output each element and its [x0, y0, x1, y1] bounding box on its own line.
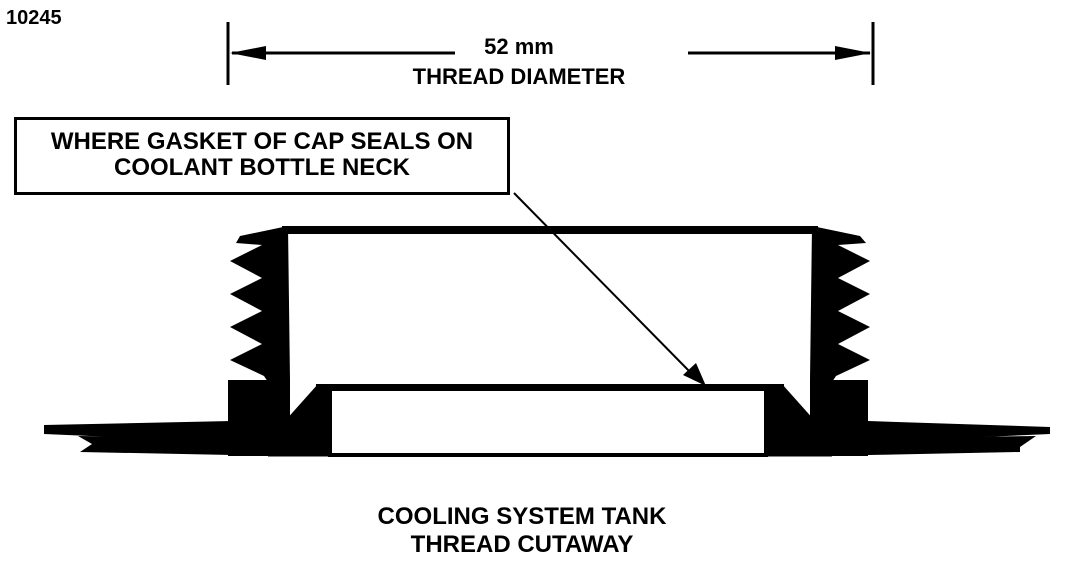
caption-line-1: COOLING SYSTEM TANK [377, 503, 667, 530]
left-arrowhead [230, 46, 266, 60]
callout-line-2: COOLANT BOTTLE NECK [114, 154, 410, 182]
diagram-caption: COOLING SYSTEM TANK THREAD CUTAWAY [0, 503, 1084, 558]
dimension-label: THREAD DIAMETER [412, 64, 626, 89]
right-threaded-wall [764, 226, 870, 456]
leader-arrowhead [683, 363, 706, 386]
dimension-text: 52 mm THREAD DIAMETER [0, 36, 1084, 88]
tank-flange [44, 421, 1050, 455]
seal-ledge [268, 384, 832, 457]
figure-id: 10245 [6, 7, 62, 29]
dimension-value: 52 mm [484, 34, 554, 59]
callout-leader [513, 192, 706, 386]
left-threaded-wall [228, 226, 334, 456]
callout-box: WHERE GASKET OF CAP SEALS ON COOLANT BOT… [14, 117, 510, 195]
right-arrowhead [835, 46, 871, 60]
caption-line-2: THREAD CUTAWAY [410, 530, 634, 558]
dimension-line [226, 22, 875, 85]
callout-line-1: WHERE GASKET OF CAP SEALS ON [50, 128, 474, 155]
